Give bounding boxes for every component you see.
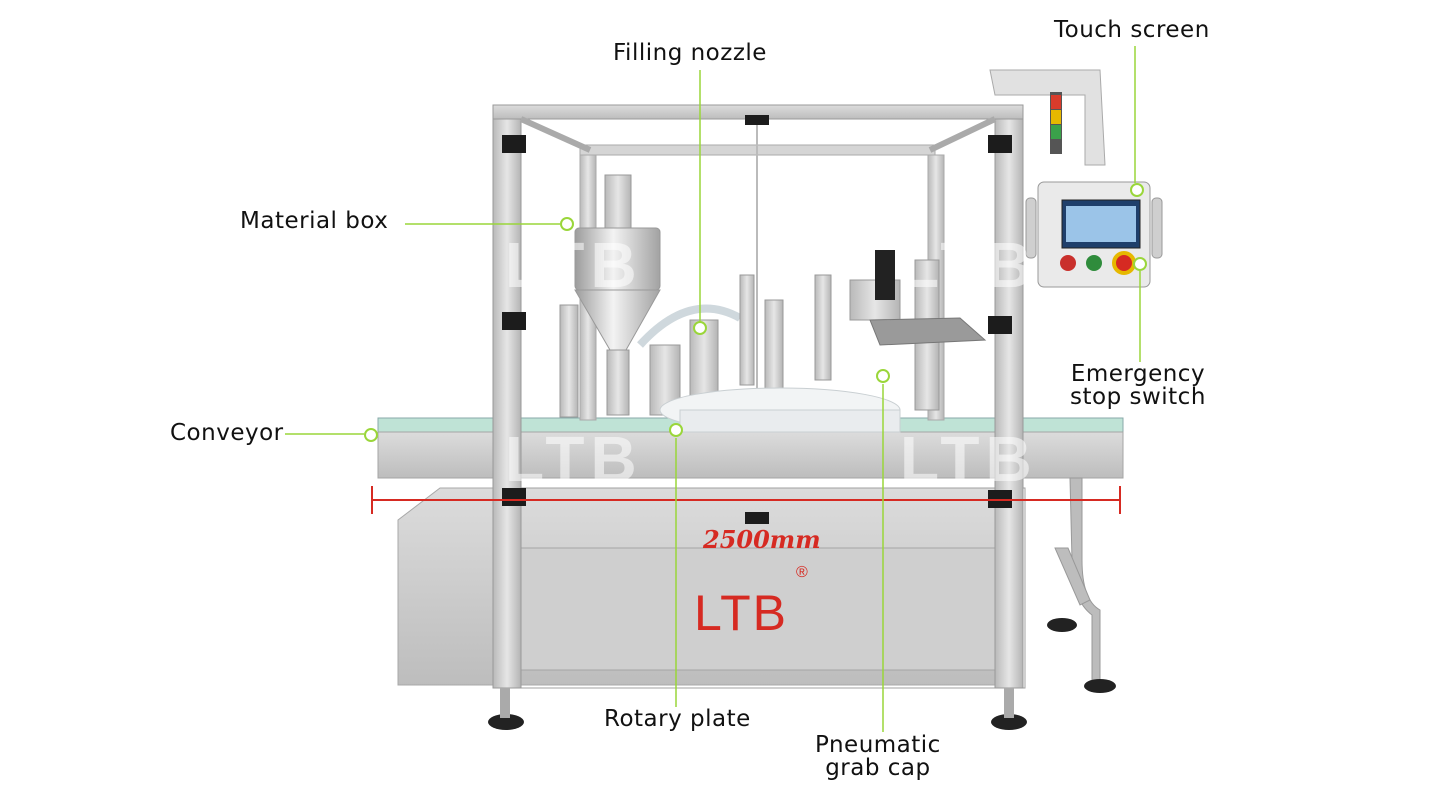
dimension-line [371,486,1121,514]
label-line: Pneumatic [815,732,941,758]
watermark-logo: LTB [900,229,1038,301]
watermark-logo: LTB [900,423,1038,495]
machine-frame [488,104,1027,730]
marker-dot [876,369,890,383]
lower-cabinet [397,487,1026,689]
marker-dot [364,428,378,442]
label-touch-screen: Touch screen [1054,17,1210,43]
dimension-label: 2500mm [703,525,821,554]
control-panel [989,69,1163,288]
material-hopper [559,174,661,418]
marker-dot [560,217,574,231]
watermark-logo: LTB [505,229,643,301]
label-line: grab cap [825,755,931,781]
label-conveyor: Conveyor [170,420,284,446]
marker-dot [1133,257,1147,271]
marker-dot [669,423,683,437]
label-line: stop switch [1070,384,1206,410]
marker-dot [693,321,707,335]
label-line: Emergency [1070,361,1206,387]
leader-lines [285,46,1147,732]
label-material-box: Material box [240,208,389,234]
registered-mark: ® [796,564,808,581]
label-pneumatic-grab-cap: Pneumatic grab cap [815,734,941,780]
label-filling-nozzle: Filling nozzle [613,40,767,66]
label-emergency-stop-switch: Emergency stop switch [1070,363,1206,409]
marker-dot [1130,183,1144,197]
filling-station [637,250,987,433]
watermark-logo: LTB [505,423,643,495]
label-rotary-plate: Rotary plate [604,706,751,732]
brand-logo: LTB [694,585,788,641]
